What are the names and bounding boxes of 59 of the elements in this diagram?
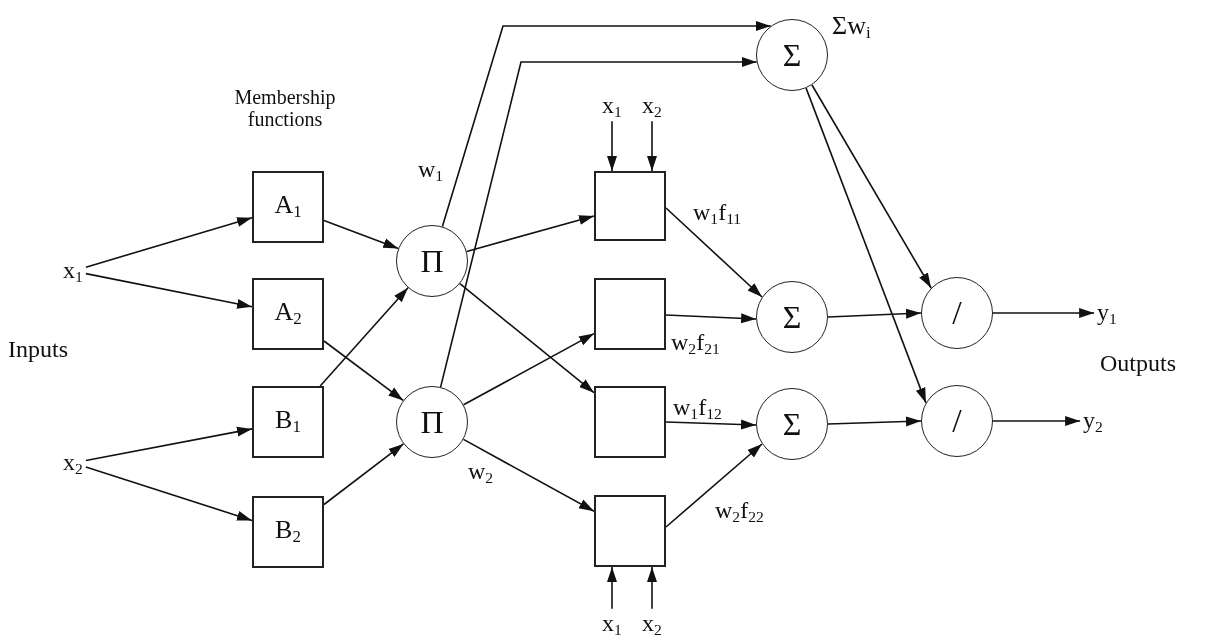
membership-function-box (252, 386, 324, 458)
arrow (323, 219, 400, 250)
variable-label: y$_{1}$ (1097, 299, 1117, 327)
arrow (992, 308, 1095, 318)
variable-label: x$_{2}$ (642, 610, 662, 638)
arrow (647, 566, 657, 610)
arrow (323, 340, 404, 402)
operator-symbol: B$_{1}$ (275, 407, 301, 437)
arrow (607, 566, 617, 610)
variable-label: x$_{2}$ (642, 92, 662, 120)
arrow (665, 443, 763, 528)
operator-circle (756, 19, 828, 91)
arrow (439, 57, 758, 388)
arrow (462, 332, 595, 406)
arrow (459, 282, 595, 394)
arrow (811, 84, 932, 289)
weight-label: w$_{2}$ (468, 458, 494, 487)
arrow (85, 426, 253, 462)
operator-symbol: A$_{2}$ (274, 299, 302, 329)
arrow (665, 313, 757, 324)
arrow (647, 120, 657, 172)
operator-symbol: Σ (782, 408, 802, 440)
arrow (827, 308, 922, 319)
arrow (827, 416, 922, 427)
weight-label: w$_{1}$ (418, 156, 444, 185)
variable-label: x$_{1}$ (63, 257, 83, 285)
arrow (465, 215, 595, 253)
operator-symbol: B$_{2}$ (275, 517, 301, 547)
arrow (462, 438, 595, 512)
arrow (85, 466, 253, 522)
membership-function-box (252, 496, 324, 568)
arrow (665, 419, 757, 430)
sum-weights-label: Σw$_{i}$ (832, 12, 871, 43)
column-heading: Membership functions (233, 86, 337, 130)
variable-label: x$_{1}$ (602, 92, 622, 120)
arrow (85, 272, 253, 309)
operator-symbol: A$_{1}$ (274, 192, 302, 222)
variable-label: x$_{1}$ (602, 610, 622, 638)
arrow (85, 216, 253, 268)
operator-symbol: Σ (782, 39, 802, 71)
operator-symbol: / (952, 296, 962, 330)
arrow (319, 287, 409, 387)
membership-function-box (252, 171, 324, 243)
arrow (992, 416, 1081, 426)
operator-symbol: Σ (782, 301, 802, 333)
arrow (607, 120, 617, 172)
operator-symbol: Π (420, 406, 444, 438)
operator-circle (396, 225, 468, 297)
variable-label: x$_{2}$ (63, 449, 83, 477)
operator-symbol: Π (420, 245, 444, 277)
arrow (805, 87, 927, 404)
inputs-label: Inputs (8, 336, 68, 363)
membership-function-box (252, 278, 324, 350)
arrow (441, 21, 772, 228)
outputs-label: Outputs (1100, 350, 1176, 377)
operator-symbol: / (952, 404, 962, 438)
variable-label: y$_{2}$ (1083, 407, 1103, 435)
arrow (323, 443, 405, 506)
arrow (665, 207, 763, 298)
